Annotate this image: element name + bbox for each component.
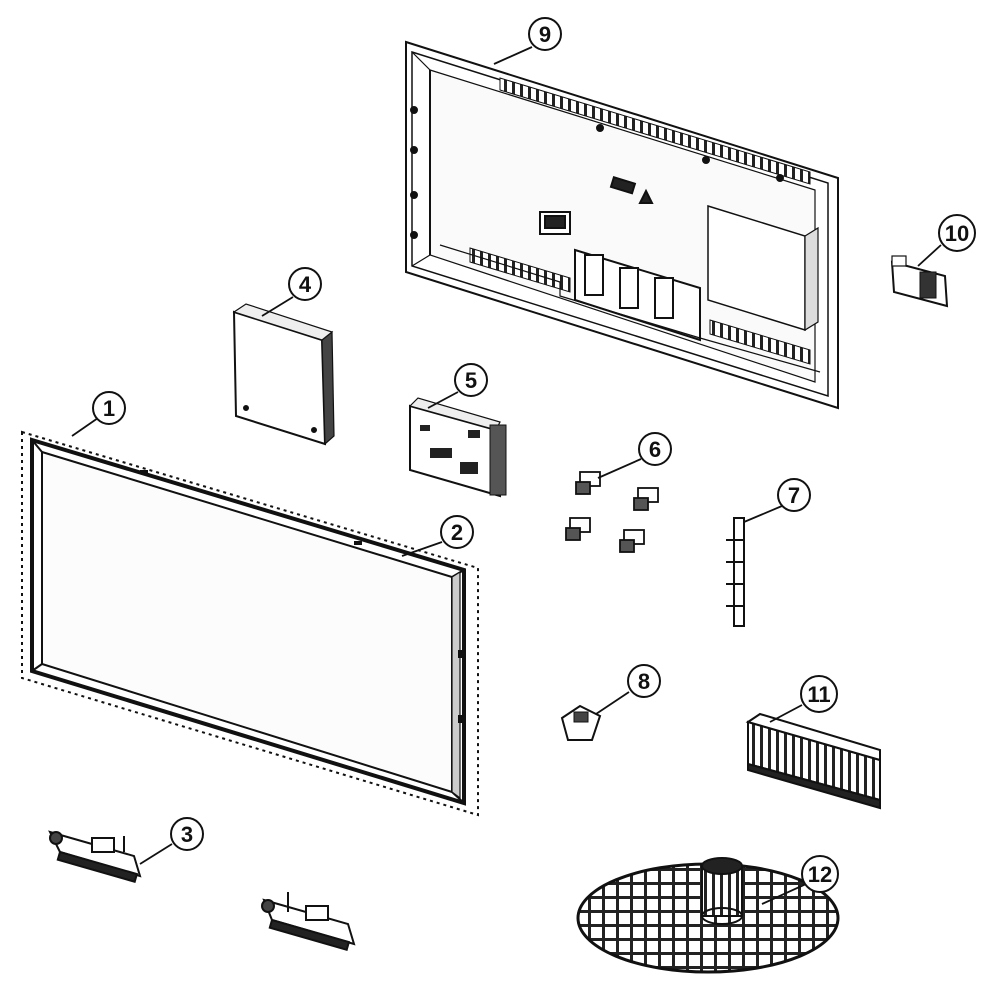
leader-10 bbox=[917, 244, 942, 267]
callout-10-label: 10 bbox=[945, 221, 969, 246]
leader-1 bbox=[71, 417, 99, 437]
leader-2 bbox=[401, 541, 443, 557]
callout-10: 10 bbox=[938, 214, 976, 252]
callout-4-label: 4 bbox=[299, 272, 312, 297]
callout-11: 11 bbox=[800, 675, 838, 713]
leader-12 bbox=[761, 883, 807, 905]
callout-5: 5 bbox=[454, 363, 488, 397]
callout-9-label: 9 bbox=[539, 22, 551, 47]
clips-part-6 bbox=[565, 471, 659, 553]
callout-8: 8 bbox=[627, 664, 661, 698]
callout-9: 9 bbox=[528, 17, 562, 51]
bracket-part-3-right bbox=[261, 892, 356, 951]
callout-6: 6 bbox=[638, 432, 672, 466]
callout-3-label: 3 bbox=[181, 822, 193, 847]
callout-7-label: 7 bbox=[788, 483, 800, 508]
leader-9 bbox=[493, 46, 533, 65]
callout-2-label: 2 bbox=[451, 520, 463, 545]
leader-11 bbox=[769, 704, 803, 723]
leader-7 bbox=[743, 505, 783, 523]
bracket-part-3-left bbox=[48, 830, 142, 883]
leader-6 bbox=[597, 458, 642, 479]
callout-2: 2 bbox=[440, 515, 474, 549]
callout-6-label: 6 bbox=[649, 437, 661, 462]
leader-5 bbox=[427, 391, 459, 409]
front-bezel-part-2 bbox=[30, 437, 466, 806]
callout-5-label: 5 bbox=[465, 368, 477, 393]
leader-lines bbox=[71, 46, 942, 905]
callout-12-label: 12 bbox=[808, 862, 832, 887]
callout-1-label: 1 bbox=[103, 396, 115, 421]
leader-3 bbox=[139, 843, 173, 865]
callout-1: 1 bbox=[92, 391, 126, 425]
leader-8 bbox=[595, 691, 630, 715]
callout-3: 3 bbox=[170, 817, 204, 851]
callout-8-label: 8 bbox=[638, 669, 650, 694]
bracket-part-8 bbox=[560, 704, 602, 741]
bracket-part-10 bbox=[890, 255, 949, 308]
callout-11-label: 11 bbox=[807, 682, 830, 707]
stand-base-part-12 bbox=[576, 857, 840, 974]
callout-7: 7 bbox=[777, 478, 811, 512]
speaker-part-11 bbox=[745, 712, 881, 810]
callout-4: 4 bbox=[288, 267, 322, 301]
panel-assembly-part-1 bbox=[21, 430, 479, 817]
leader-4 bbox=[261, 296, 294, 317]
callout-12: 12 bbox=[801, 855, 839, 893]
interface-board-part bbox=[408, 397, 507, 498]
main-board-part bbox=[232, 303, 335, 446]
strip-part-7 bbox=[726, 517, 745, 627]
rear-cover-part bbox=[405, 40, 839, 410]
